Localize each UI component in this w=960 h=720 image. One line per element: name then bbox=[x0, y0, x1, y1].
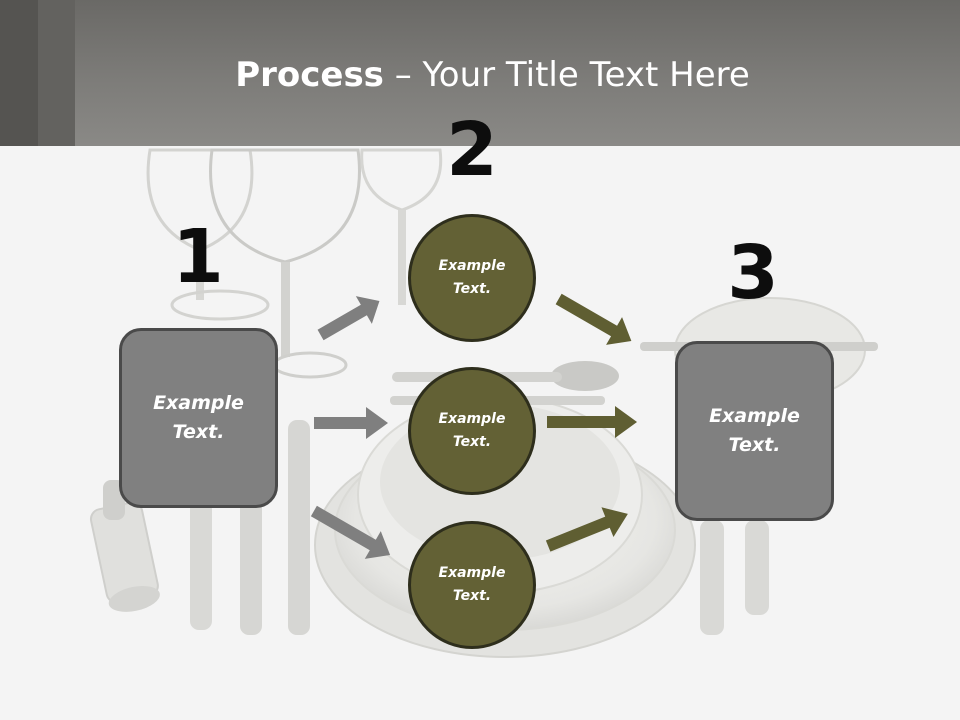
circle-text-line: Example bbox=[438, 565, 506, 581]
arrow-1-to-bottom bbox=[310, 505, 391, 559]
step-number-1: 1 bbox=[172, 214, 224, 300]
arrow-1-to-top bbox=[317, 296, 380, 341]
step-1-box: Example Text. bbox=[119, 328, 278, 508]
step-3-box: Example Text. bbox=[675, 341, 834, 521]
header-stripe bbox=[38, 0, 75, 146]
arrow-1-to-middle bbox=[314, 407, 388, 439]
circle-text-line: Text. bbox=[452, 588, 492, 604]
box-text-line: Text. bbox=[172, 421, 225, 443]
arrow-top-to-3 bbox=[555, 293, 632, 345]
title-bold: Process bbox=[235, 55, 384, 95]
step-2-circle-top: Example Text. bbox=[408, 214, 536, 342]
arrow-bottom-to-3 bbox=[545, 507, 628, 552]
arrow-middle-to-3 bbox=[547, 406, 637, 438]
step-number-3: 3 bbox=[727, 230, 779, 316]
slide-title: Process – Your Title Text Here bbox=[0, 52, 960, 98]
box-text-line: Text. bbox=[728, 434, 781, 456]
step-number-2: 2 bbox=[446, 107, 498, 193]
header-stripe bbox=[0, 0, 38, 146]
box-text-line: Example bbox=[153, 392, 244, 414]
title-rest: – Your Title Text Here bbox=[383, 55, 750, 95]
circle-text-line: Example bbox=[438, 411, 506, 427]
box-text-line: Example bbox=[709, 405, 800, 427]
circle-text-line: Example bbox=[438, 258, 506, 274]
step-2-circle-middle: Example Text. bbox=[408, 367, 536, 495]
circle-text-line: Text. bbox=[452, 281, 492, 297]
header-bar bbox=[0, 0, 960, 146]
step-2-circle-bottom: Example Text. bbox=[408, 521, 536, 649]
circle-text-line: Text. bbox=[452, 434, 492, 450]
